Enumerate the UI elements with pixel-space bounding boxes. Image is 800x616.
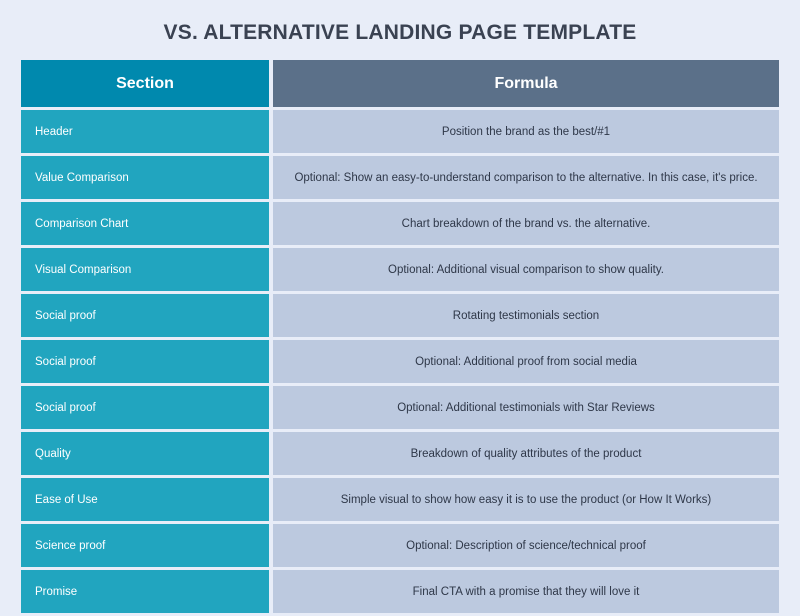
section-cell: Header [21, 110, 269, 153]
formula-cell: Optional: Description of science/technic… [273, 524, 779, 567]
table-header-row: Section Formula [21, 60, 779, 107]
page-title: VS. ALTERNATIVE LANDING PAGE TEMPLATE [163, 21, 637, 44]
section-cell: Quality [21, 432, 269, 475]
section-cell: Social proof [21, 386, 269, 429]
formula-cell: Optional: Additional proof from social m… [273, 340, 779, 383]
formula-cell: Position the brand as the best/#1 [273, 110, 779, 153]
page-root: VS. ALTERNATIVE LANDING PAGE TEMPLATE Se… [21, 21, 779, 613]
section-cell: Promise [21, 570, 269, 613]
formula-cell: Optional: Show an easy-to-understand com… [273, 156, 779, 199]
formula-cell: Optional: Additional visual comparison t… [273, 248, 779, 291]
section-cell: Social proof [21, 294, 269, 337]
section-cell: Ease of Use [21, 478, 269, 521]
column-header-formula: Formula [273, 60, 779, 107]
section-cell: Science proof [21, 524, 269, 567]
section-cell: Comparison Chart [21, 202, 269, 245]
section-cell: Social proof [21, 340, 269, 383]
formula-cell: Rotating testimonials section [273, 294, 779, 337]
formula-cell: Final CTA with a promise that they will … [273, 570, 779, 613]
section-cell: Value Comparison [21, 156, 269, 199]
formula-cell: Breakdown of quality attributes of the p… [273, 432, 779, 475]
section-cell: Visual Comparison [21, 248, 269, 291]
formula-cell: Optional: Additional testimonials with S… [273, 386, 779, 429]
column-header-section: Section [21, 60, 269, 107]
formula-cell: Chart breakdown of the brand vs. the alt… [273, 202, 779, 245]
formula-cell: Simple visual to show how easy it is to … [273, 478, 779, 521]
